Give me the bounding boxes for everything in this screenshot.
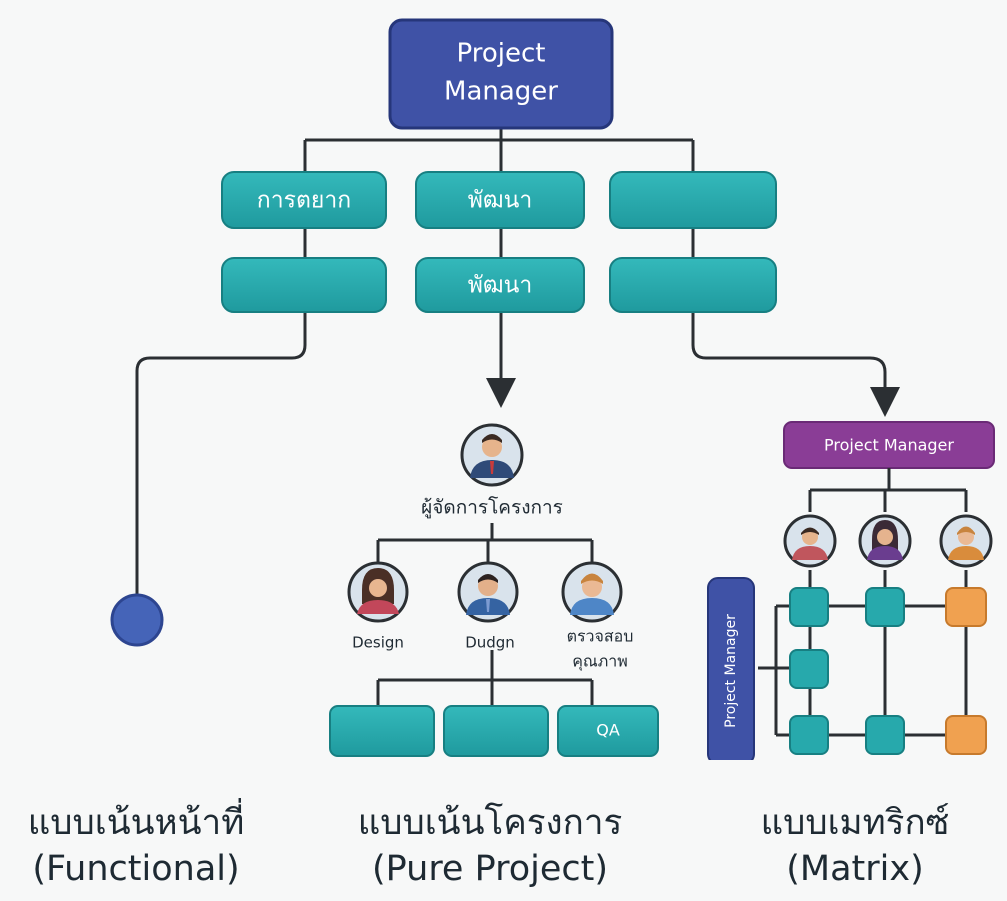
dept-box-5 — [415, 257, 585, 313]
caption-matrix-eng: (Matrix) — [786, 849, 924, 889]
qa-avatar-icon — [561, 561, 623, 623]
dept-box-2-label: พัฒนา — [468, 188, 533, 214]
developer-avatar-icon — [457, 561, 519, 623]
member-label-design: Design — [352, 634, 404, 652]
top-connectors — [135, 128, 900, 595]
team-box-1 — [329, 705, 435, 757]
pure-project-connectors — [376, 523, 594, 706]
member-label-qa-line2: คุณภาพ — [572, 652, 628, 672]
caption-functional-eng: (Functional) — [32, 849, 240, 889]
member-label-qa-line1: ตรวจสอบ — [567, 627, 634, 646]
caption-pure-thai: แบบเน้นโครงการ — [357, 803, 623, 843]
matrix-side-manager-box — [707, 577, 755, 760]
matrix-structure: Project Manager Pro — [707, 421, 995, 760]
matrix-avatar-2-icon — [858, 514, 912, 568]
designer-avatar-icon — [347, 561, 409, 623]
top-box-line1: Project — [457, 39, 546, 69]
matrix-node-r1c1 — [789, 587, 829, 627]
top-box-line2: Manager — [444, 77, 558, 107]
dept-box-1 — [221, 171, 387, 229]
matrix-top-label: Project Manager — [824, 436, 954, 455]
dept-box-3 — [609, 171, 777, 229]
dept-box-1-label: การตยาก — [257, 188, 351, 214]
department-boxes: การตยาก พัฒนา พัฒนา — [221, 171, 777, 313]
caption-matrix: แบบเมทริกซ์ (Matrix) — [720, 800, 990, 892]
matrix-node-r1c3 — [945, 587, 987, 627]
team-box-qa-label: QA — [596, 721, 620, 740]
matrix-avatar-3-icon — [939, 514, 993, 568]
dept-box-2 — [415, 171, 585, 229]
dept-box-5-label: พัฒนา — [468, 273, 533, 299]
caption-functional-thai: แบบเน้นหน้าที่ — [27, 803, 245, 843]
team-box-2 — [443, 705, 549, 757]
dept-box-4 — [221, 257, 387, 313]
team-box-qa — [557, 705, 659, 757]
matrix-node-r1c2 — [865, 587, 905, 627]
project-manager-label: ผู้จัดการโครงการ — [421, 496, 563, 519]
top-project-manager-box: Project Manager — [388, 18, 614, 130]
functional-node-circle — [110, 593, 164, 647]
matrix-side-label: Project Manager — [723, 614, 739, 728]
caption-pure-project: แบบเน้นโครงการ (Pure Project) — [325, 800, 655, 892]
dept-box-6 — [609, 257, 777, 313]
matrix-avatar-1-icon — [783, 514, 837, 568]
member-label-dudgn: Dudgn — [465, 634, 515, 652]
matrix-node-r3c3 — [945, 715, 987, 755]
caption-pure-eng: (Pure Project) — [371, 849, 608, 889]
caption-functional: แบบเน้นหน้าที่ (Functional) — [0, 800, 272, 892]
project-manager-avatar-icon — [460, 423, 524, 487]
matrix-node-r2c1 — [789, 649, 829, 689]
matrix-node-r3c2 — [865, 715, 905, 755]
org-structure-diagram: Project Manager การตยาก พัฒนา พัฒนา ผู้จ… — [110, 18, 995, 760]
matrix-node-r3c1 — [789, 715, 829, 755]
caption-matrix-thai: แบบเมทริกซ์ — [760, 803, 950, 843]
pure-project-structure: ผู้จัดการโครงการ Design Dudgn ตรวจส — [329, 423, 659, 757]
